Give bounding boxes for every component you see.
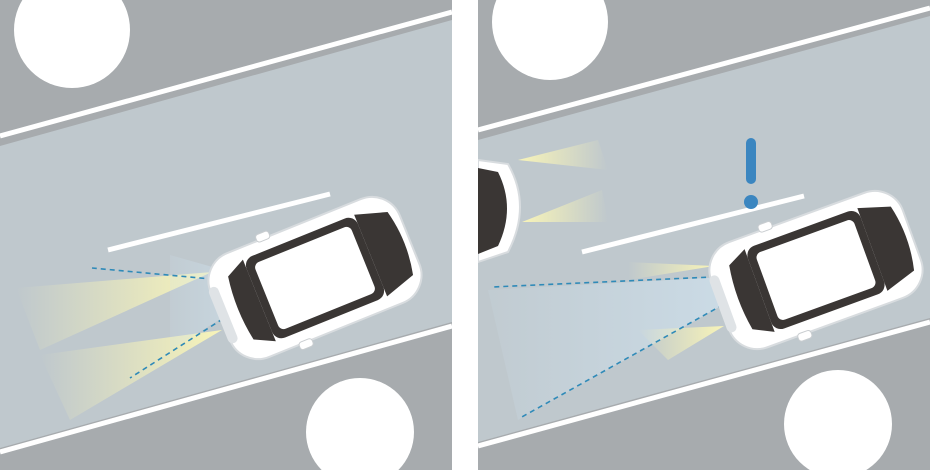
tree-icon: [492, 0, 608, 80]
scene-right: [478, 0, 930, 470]
lane-marking: [581, 193, 805, 255]
oncoming-car-icon: [478, 158, 521, 264]
car-icon: [207, 195, 423, 361]
panel-left: [0, 0, 452, 470]
scene-left: [0, 0, 452, 470]
panel-right: [478, 0, 930, 470]
road-edge-bottom: [478, 319, 930, 449]
headlight-beam-lower: [40, 330, 222, 420]
road-edge-top: [478, 5, 930, 133]
tree-icon: [14, 0, 130, 88]
road: [0, 20, 452, 448]
car-icon: [708, 189, 924, 351]
lane-marking: [107, 191, 331, 253]
tree-icon: [306, 378, 414, 470]
headlight-beam-lower: [638, 326, 724, 360]
road-edge-bottom: [0, 323, 452, 455]
oncoming-beam-upper: [518, 140, 608, 170]
oncoming-beam-lower: [522, 190, 608, 222]
sensor-zone: [488, 274, 778, 420]
headlight-beam-upper: [16, 272, 212, 350]
headlight-beam-upper: [628, 262, 714, 280]
road-edge-top: [0, 9, 452, 139]
tree-icon: [784, 370, 892, 470]
exclamation-icon: [744, 138, 758, 209]
